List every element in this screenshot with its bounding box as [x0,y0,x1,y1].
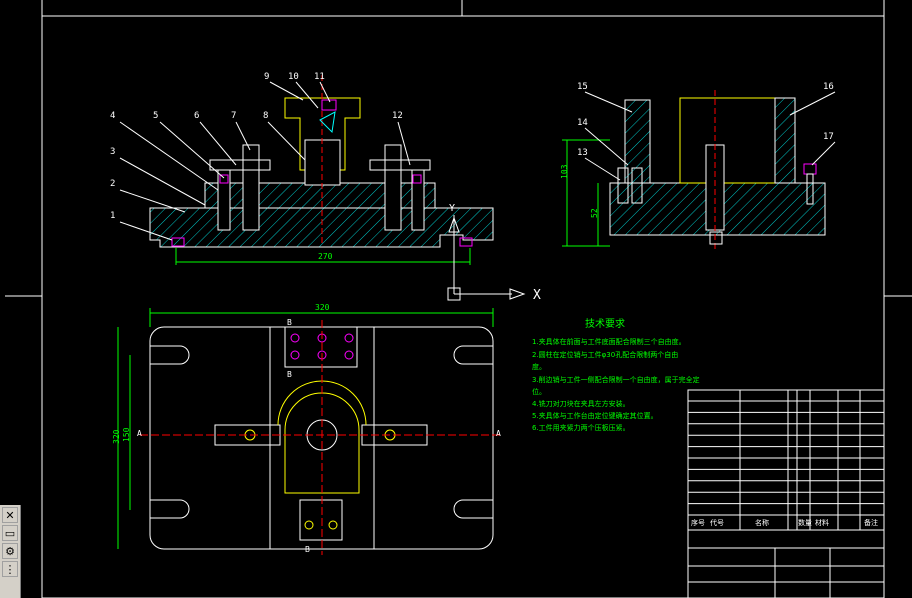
ucs-y-label: Y [449,203,455,214]
grip-icon[interactable]: ⋮ [2,561,18,577]
section-b-mid: B [287,370,292,379]
plan-view: 320 320 150 B B A A B [112,303,501,555]
tech-line-5: 位。 [532,387,546,396]
tb-header-4: 材料 [815,518,829,527]
drawing-frame [5,0,912,598]
ucs-x-label: X [533,288,541,303]
dim-plan-height-inner: 150 [122,427,131,442]
dim-plan-width: 320 [315,303,330,312]
callout-8: 8 [263,111,268,121]
tech-requirements: 技术要求 1.夹具体在前面与工件底面配合限制三个自由度。 2.圆柱在定位销与工件… [532,317,700,432]
callout-5: 5 [153,111,158,121]
docked-toolbar[interactable]: ✕ ▭ ⚙ ⋮ [0,505,21,598]
close-icon[interactable]: ✕ [2,507,18,523]
tech-title: 技术要求 [585,317,625,330]
tech-line-6: 4.铣刀对刀块在夹具左方安装。 [532,399,630,408]
side-view: 103 52 [560,90,826,250]
tech-line-2: 2.圆柱在定位销与工件φ30孔配合限制两个自由 [532,350,678,359]
dim-side-lower: 52 [590,208,599,218]
tb-header-5: 备注 [864,518,878,527]
section-b-top: B [287,318,292,327]
properties-icon[interactable]: ⚙ [2,543,18,559]
panel-icon[interactable]: ▭ [2,525,18,541]
callout-17: 17 [823,132,834,142]
section-a-right: A [496,429,501,438]
callout-1: 1 [110,211,115,221]
title-block: 序号 代号 名称 数量 材料 备注 [687,389,885,598]
tb-header-1: 代号 [710,518,724,527]
tech-line-1: 1.夹具体在前面与工件底面配合限制三个自由度。 [532,337,686,346]
front-dim: 270 [175,248,471,265]
callout-3: 3 [110,147,115,157]
callout-4: 4 [110,111,115,121]
tech-line-3: 度。 [532,362,546,371]
callout-14: 14 [577,118,588,128]
tech-line-7: 5.夹具体与工作台由定位键确定其位置。 [532,411,658,420]
dim-plan-height-outer: 320 [112,429,121,444]
ucs-icon: X Y [447,203,541,303]
tb-header-2: 名称 [755,518,769,527]
callout-9: 9 [264,72,269,82]
tech-line-8: 6.工件用夹紧力两个压板压紧。 [532,423,630,432]
side-callouts: 13 14 15 16 17 [577,82,836,181]
tb-header-0: 序号 [691,518,705,527]
callout-16: 16 [823,82,834,92]
callout-15: 15 [577,82,588,92]
callout-12: 12 [392,111,403,121]
callout-6: 6 [194,111,199,121]
callout-13: 13 [577,148,588,158]
dim-side-height: 103 [560,164,569,179]
callout-11: 11 [314,72,325,82]
section-b-bot: B [305,545,310,554]
tb-header-3: 数量 [798,518,812,527]
callout-7: 7 [231,111,236,121]
section-a-left: A [137,429,142,438]
front-view [149,75,494,248]
dim-front-width: 270 [318,252,333,261]
callout-10: 10 [288,72,299,82]
callout-2: 2 [110,179,115,189]
front-callouts: 1 2 3 4 5 6 7 8 9 10 11 12 [110,72,411,241]
tech-line-4: 3.削边销与工件一侧配合限制一个自由度，属于完全定 [532,375,700,384]
